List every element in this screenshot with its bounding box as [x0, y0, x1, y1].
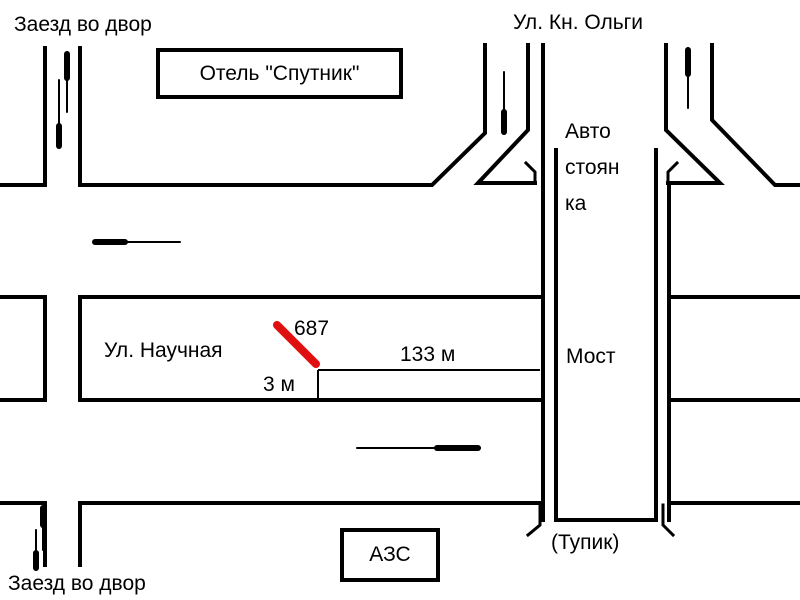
hotel-label: Отель "Спутник"	[199, 61, 360, 85]
ramp-left-hook	[523, 160, 537, 185]
location-marker	[273, 321, 320, 368]
entrance-label-bottom: Заезд во двор	[8, 572, 146, 595]
gas-station-label: АЗС	[369, 543, 411, 566]
bridge-label: Мост	[566, 345, 616, 368]
road-edge	[0, 501, 47, 567]
ramp-right-hook	[666, 160, 680, 185]
street-nauchnaya-label: Ул. Научная	[104, 339, 223, 362]
road-edge	[78, 501, 542, 567]
entrance-label-top: Заезд во двор	[14, 13, 152, 36]
road-edge	[0, 46, 47, 187]
gas-station: АЗС	[340, 528, 440, 582]
dead-end-hook-left	[525, 503, 542, 538]
distance-3m: 3 м	[263, 373, 295, 396]
marker-number: 687	[294, 317, 330, 340]
dead-end-label: (Тупик)	[551, 531, 620, 554]
parking-label-2: стоян	[565, 156, 620, 179]
road-edge	[78, 43, 487, 187]
road-edge	[710, 43, 800, 187]
ramp-right	[664, 43, 725, 185]
median-left	[0, 295, 47, 402]
parking-label-1: Авто	[565, 120, 611, 143]
distance-133m: 133 м	[400, 343, 456, 366]
dead-end-hook-right	[661, 503, 676, 538]
street-olga-label: Ул. Кн. Ольги	[513, 11, 644, 34]
hotel-sputnik: Отель "Спутник"	[156, 48, 403, 99]
parking-label-3: ка	[565, 192, 587, 215]
ramp-left	[473, 43, 537, 185]
median	[78, 295, 542, 402]
